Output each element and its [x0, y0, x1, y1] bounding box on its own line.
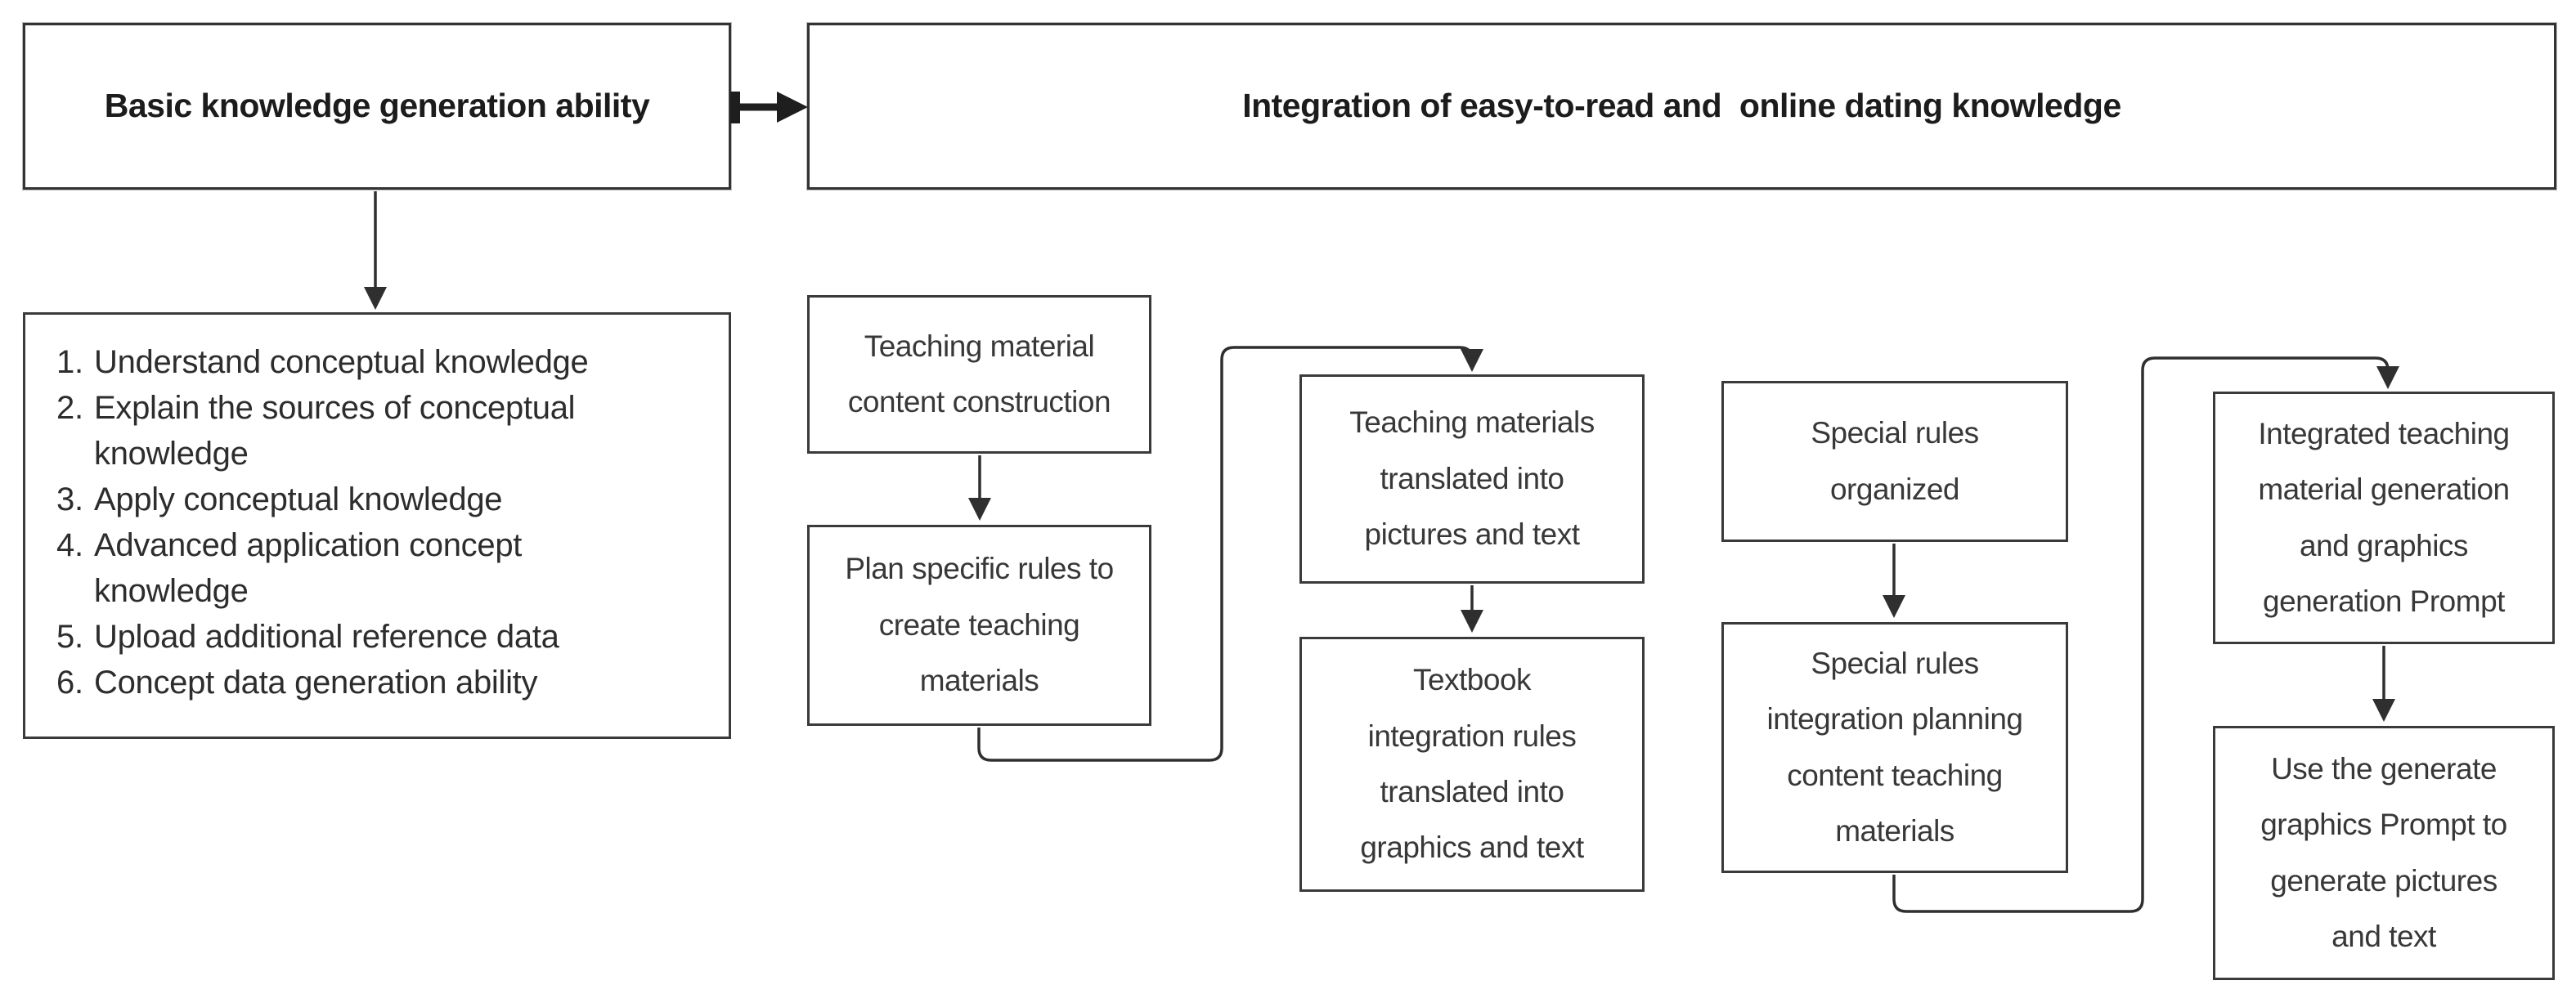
list-item-text: Concept data generation ability [94, 665, 538, 701]
list-item-number: 2. [56, 390, 83, 426]
list-item-text: Upload additional reference data [94, 619, 559, 655]
list-item-text: Understand conceptual knowledge [94, 344, 589, 380]
flow-box-plan-specific-rules: Plan specific rules to create teaching m… [807, 525, 1151, 726]
flow-box-use-generate-prompt: Use the generate graphics Prompt to gene… [2213, 726, 2555, 980]
capability-list: 1. Understand conceptual knowledge 2. Ex… [25, 315, 675, 705]
flow-box-label: Special rules organized [1811, 416, 1979, 506]
list-item: 4. Advanced application concept knowledg… [56, 522, 666, 614]
flow-box-label: Special rules integration planning conte… [1766, 646, 2023, 848]
list-item: 1. Understand conceptual knowledge [56, 339, 666, 385]
list-item-text: Apply conceptual knowledge [94, 481, 503, 517]
list-item-number: 4. [56, 527, 83, 563]
capability-list-box: 1. Understand conceptual knowledge 2. Ex… [23, 312, 731, 739]
list-item: 5. Upload additional reference data [56, 614, 666, 660]
header-basic-knowledge: Basic knowledge generation ability [23, 23, 731, 190]
arrow-right-head-icon [777, 92, 808, 123]
flow-box-label: Teaching materials translated into pictu… [1349, 405, 1595, 552]
flow-box-label: Plan specific rules to create teaching m… [845, 552, 1114, 698]
list-item-text: Explain the sources of conceptual knowle… [94, 390, 576, 472]
header-integration-label: Integration of easy-to-read and online d… [1242, 87, 2121, 125]
list-item: 2. Explain the sources of conceptual kno… [56, 385, 666, 477]
flow-box-textbook-integration-rules: Textbook integration rules translated in… [1299, 637, 1645, 892]
flow-box-materials-translated: Teaching materials translated into pictu… [1299, 374, 1645, 584]
list-item: 3. Apply conceptual knowledge [56, 477, 666, 522]
flow-box-teaching-material-construction: Teaching material content construction [807, 295, 1151, 454]
mapsto-bar-icon [730, 92, 740, 123]
flow-box-label: Use the generate graphics Prompt to gene… [2260, 751, 2507, 953]
header-basic-knowledge-label: Basic knowledge generation ability [104, 87, 650, 125]
header-integration: Integration of easy-to-read and online d… [807, 23, 2556, 190]
list-item-number: 5. [56, 619, 83, 655]
list-item-text: Advanced application concept knowledge [94, 527, 523, 609]
flow-box-integrated-generation-prompt: Integrated teaching material generation … [2213, 392, 2555, 644]
flow-box-label: Integrated teaching material generation … [2258, 416, 2510, 618]
flow-box-special-rules-integration: Special rules integration planning conte… [1721, 622, 2068, 873]
list-item-number: 3. [56, 481, 83, 517]
flow-box-special-rules-organized: Special rules organized [1721, 381, 2068, 542]
list-item-number: 1. [56, 344, 83, 380]
list-item: 6. Concept data generation ability [56, 660, 666, 705]
list-item-number: 6. [56, 665, 83, 701]
flow-box-label: Teaching material content construction [847, 329, 1111, 419]
flow-box-label: Textbook integration rules translated in… [1360, 663, 1584, 865]
